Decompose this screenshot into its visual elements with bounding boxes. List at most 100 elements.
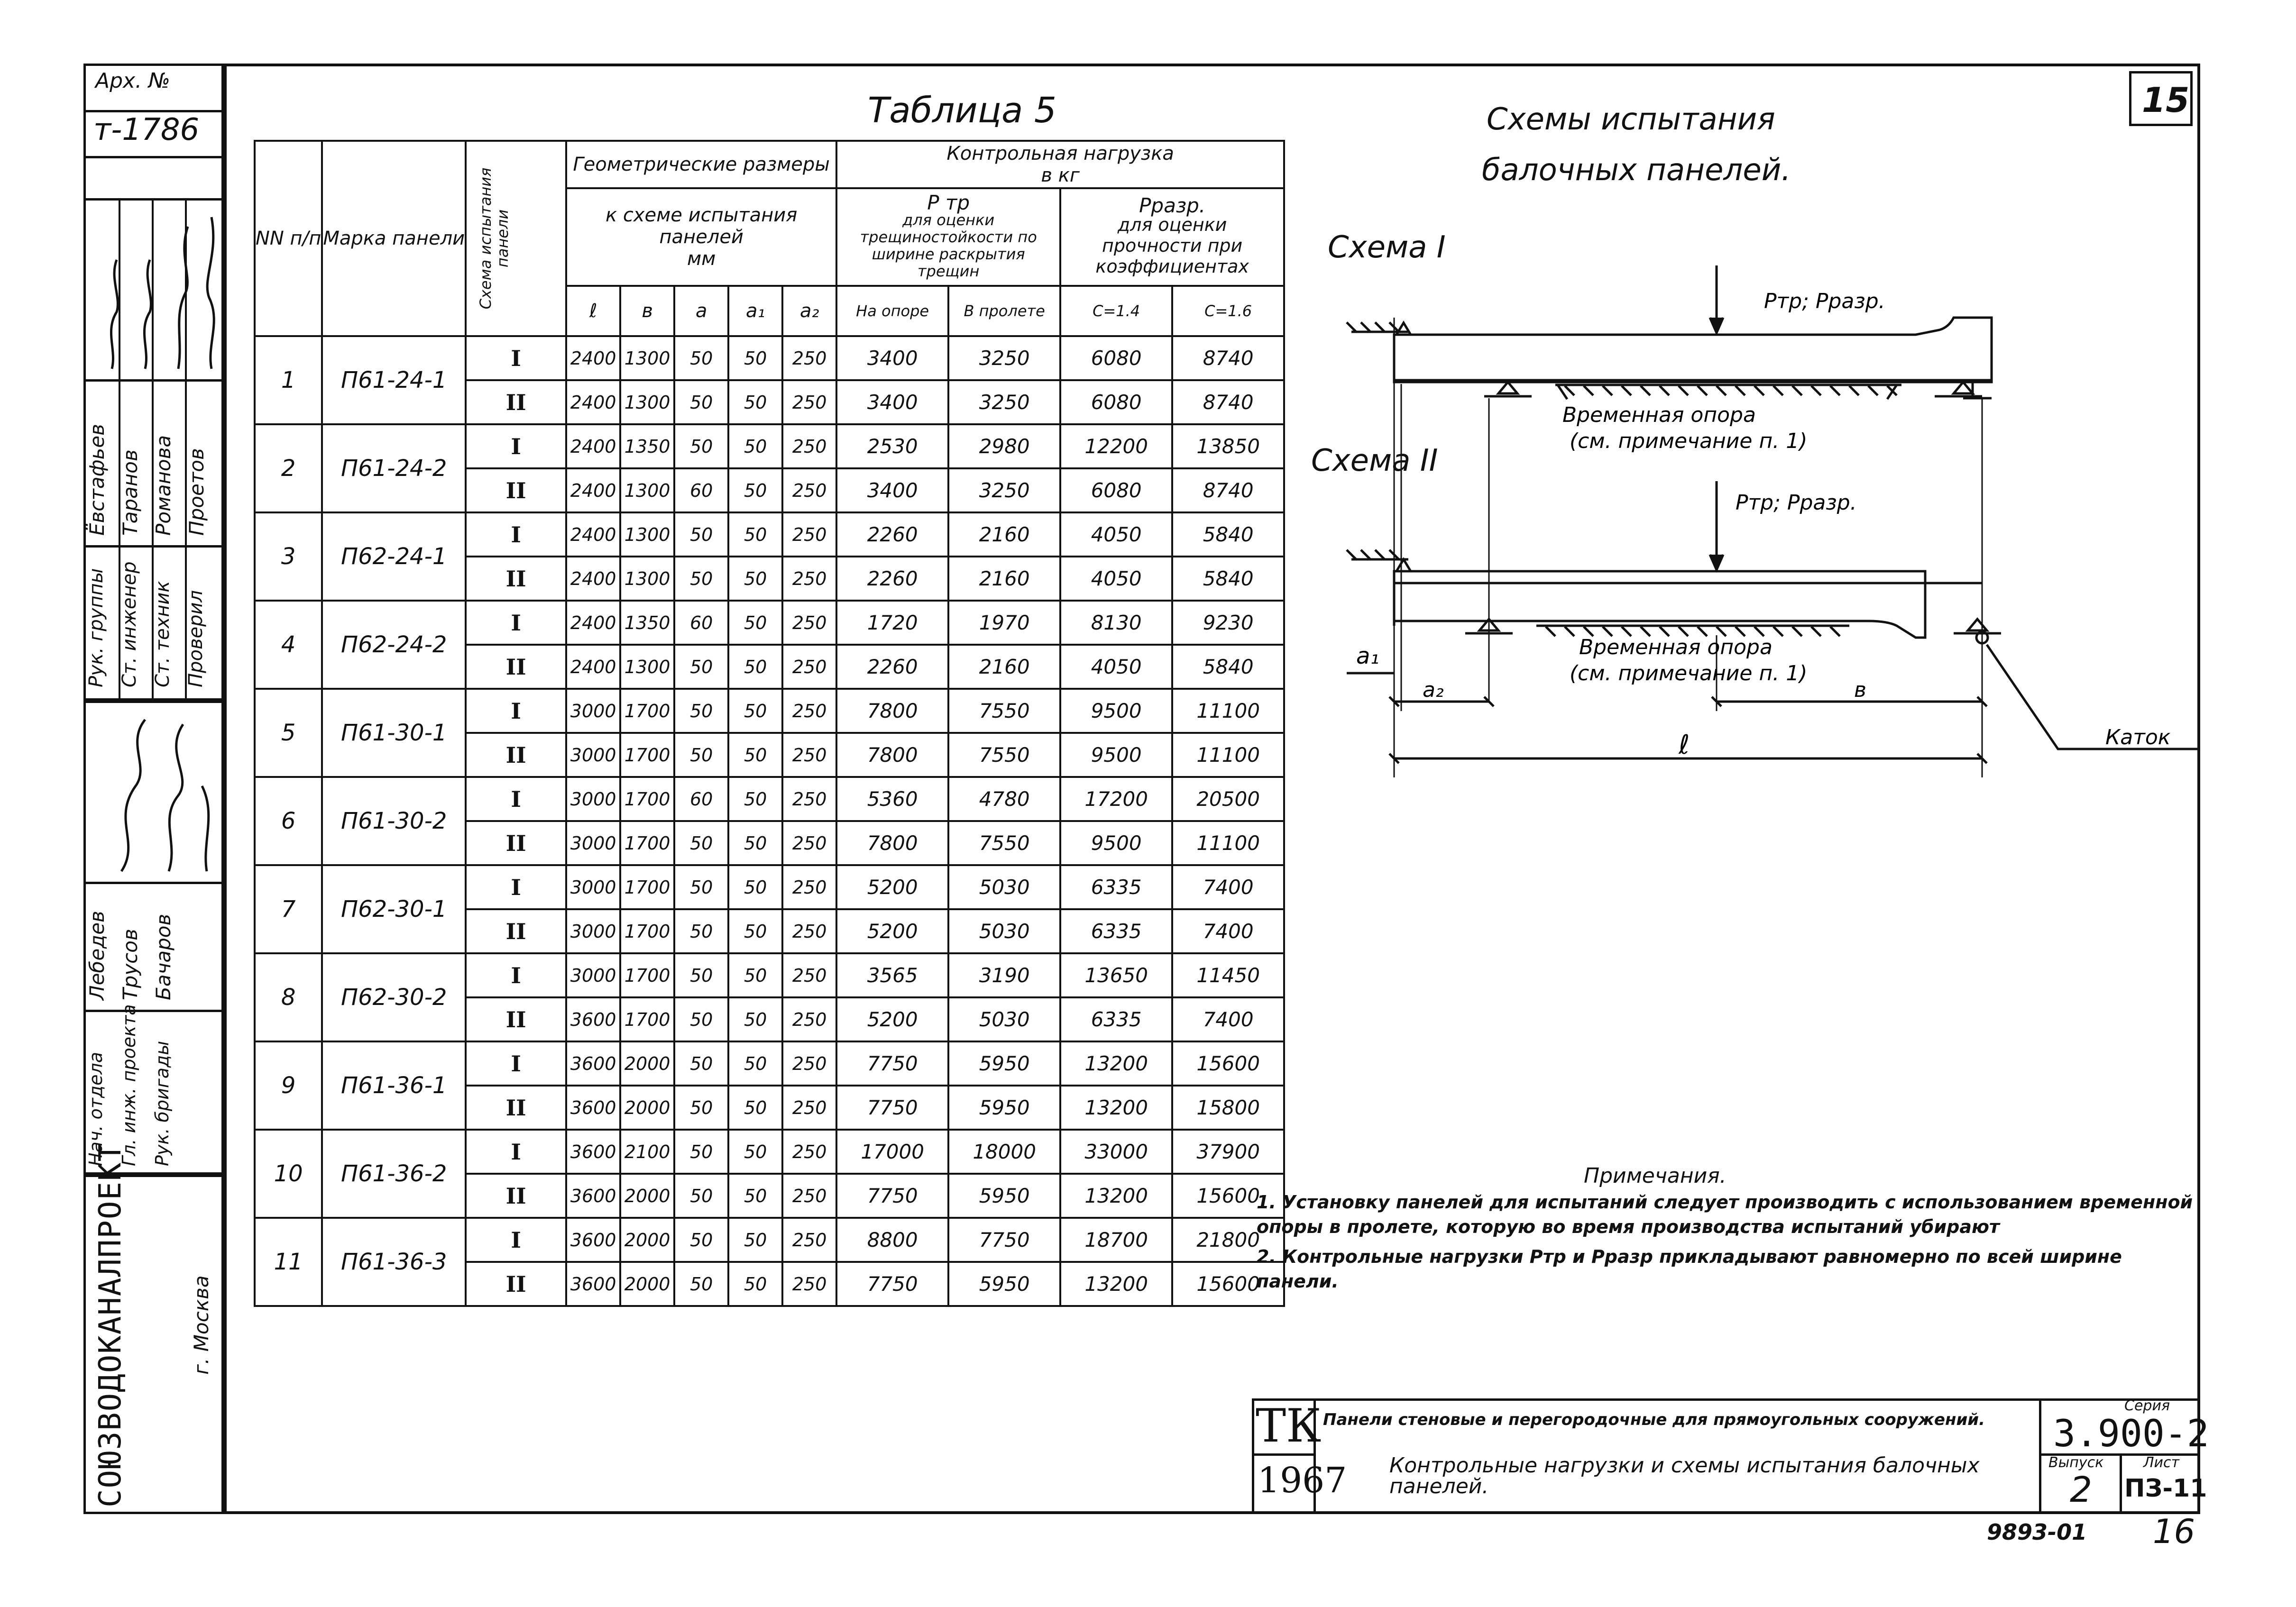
cell-a1: 50 xyxy=(727,820,784,866)
cell-a2: 250 xyxy=(781,952,838,998)
cell-support: 7800 xyxy=(836,820,950,866)
cell-b: 1700 xyxy=(619,864,676,910)
cell-support: 1720 xyxy=(836,600,950,646)
cell-c16: 15800 xyxy=(1171,1085,1286,1131)
cell-a1: 50 xyxy=(727,1085,784,1131)
name-6: Трусов xyxy=(119,929,142,1000)
panel-num: 2 xyxy=(253,423,323,513)
test-scheme: I xyxy=(465,1041,568,1087)
cell-c16: 8740 xyxy=(1171,379,1286,425)
col-c14: С=1.4 xyxy=(1059,285,1174,337)
name-1: Ёвстафьев xyxy=(85,424,109,536)
cell-span: 1970 xyxy=(947,600,1062,646)
panel-num: 1 xyxy=(253,335,323,425)
load-label-1: Pтр; Pразр. xyxy=(1764,289,1885,313)
cell-b: 1300 xyxy=(619,379,676,425)
cell-support: 2530 xyxy=(836,423,950,469)
cell-c14: 8130 xyxy=(1059,600,1174,646)
control-loads-table: NN п/п Марка панели Схема испытания пане… xyxy=(253,140,1286,1307)
panel-mark: П62-30-1 xyxy=(321,864,467,954)
cell-c14: 9500 xyxy=(1059,820,1174,866)
cell-span: 5950 xyxy=(947,1173,1062,1219)
cell-a: 50 xyxy=(673,1173,730,1219)
cell-a1: 50 xyxy=(727,732,784,778)
cell-a2: 250 xyxy=(781,600,838,646)
test-scheme: I xyxy=(465,1129,568,1175)
cell-support: 3565 xyxy=(836,952,950,998)
cell-l: 2400 xyxy=(565,511,622,557)
scheme-1-label: Схема I xyxy=(1328,230,1446,265)
cell-a1: 50 xyxy=(727,1041,784,1087)
cell-l: 3600 xyxy=(565,1129,622,1175)
cell-a: 50 xyxy=(673,1261,730,1307)
cell-l: 2400 xyxy=(565,556,622,602)
cell-a1: 50 xyxy=(727,996,784,1042)
cell-b: 1700 xyxy=(619,952,676,998)
test-scheme: I xyxy=(465,600,568,646)
col-l: ℓ xyxy=(565,285,622,337)
cell-b: 1700 xyxy=(619,820,676,866)
bottom-code: 9893-01 xyxy=(1987,1519,2087,1545)
cell-c16: 20500 xyxy=(1171,776,1286,822)
cell-support: 7750 xyxy=(836,1173,950,1219)
header-ptr: Р тр для оценки трещиностойкости по шири… xyxy=(836,187,1062,287)
sheet-number: 16 xyxy=(2153,1512,2195,1551)
role-3: Ст. техник xyxy=(152,581,174,687)
test-scheme: I xyxy=(465,423,568,469)
cell-c14: 6335 xyxy=(1059,996,1174,1042)
test-scheme: I xyxy=(465,776,568,822)
cell-c14: 9500 xyxy=(1059,688,1174,734)
cell-span: 5030 xyxy=(947,908,1062,954)
cell-a1: 50 xyxy=(727,776,784,822)
cell-span: 2980 xyxy=(947,423,1062,469)
cell-support: 5200 xyxy=(836,908,950,954)
panel-mark: П61-36-3 xyxy=(321,1217,467,1307)
role-6: Гл. инж. проекта xyxy=(119,1004,139,1166)
cell-a1: 50 xyxy=(727,908,784,954)
cell-c16: 37900 xyxy=(1171,1129,1286,1175)
name-5: Лебедев xyxy=(85,911,109,1000)
cell-c14: 33000 xyxy=(1059,1129,1174,1175)
cell-a1: 50 xyxy=(727,335,784,381)
cell-span: 18000 xyxy=(947,1129,1062,1175)
dim-a2: а₂ xyxy=(1423,678,1444,702)
cell-a: 50 xyxy=(673,335,730,381)
cell-a2: 250 xyxy=(781,732,838,778)
cell-a2: 250 xyxy=(781,379,838,425)
cell-b: 2000 xyxy=(619,1217,676,1263)
cell-b: 1300 xyxy=(619,644,676,690)
cell-a2: 250 xyxy=(781,644,838,690)
test-scheme: II xyxy=(465,996,568,1042)
title-line-1: Панели стеновые и перегородочные для пря… xyxy=(1323,1410,1985,1429)
cell-span: 7550 xyxy=(947,820,1062,866)
panel-num: 11 xyxy=(253,1217,323,1307)
table-title: Таблица 5 xyxy=(868,90,1056,131)
name-3: Романова xyxy=(152,435,175,536)
cell-l: 2400 xyxy=(565,423,622,469)
test-schemes-diagram: Pтр; Pразр. Pтр; Pразр. Временная опора … xyxy=(1346,265,2200,777)
panel-mark: П61-30-2 xyxy=(321,776,467,866)
cell-c14: 6080 xyxy=(1059,467,1174,513)
notes-title: Примечания. xyxy=(1584,1164,1727,1188)
cell-l: 3600 xyxy=(565,996,622,1042)
cell-span: 5950 xyxy=(947,1261,1062,1307)
panel-mark: П61-24-1 xyxy=(321,335,467,425)
test-scheme: I xyxy=(465,1217,568,1263)
cell-support: 7800 xyxy=(836,732,950,778)
cell-b: 1300 xyxy=(619,511,676,557)
cell-l: 2400 xyxy=(565,644,622,690)
cell-b: 1300 xyxy=(619,556,676,602)
cell-c16: 21800 xyxy=(1171,1217,1286,1263)
temp-support-1-line2: (см. примечание п. 1) xyxy=(1570,429,1807,453)
cell-c14: 13200 xyxy=(1059,1041,1174,1087)
signatures-1 xyxy=(110,217,215,369)
cell-a: 50 xyxy=(673,1129,730,1175)
cell-b: 1300 xyxy=(619,467,676,513)
signature-block-1 xyxy=(83,198,224,701)
cell-a1: 50 xyxy=(727,511,784,557)
panel-mark: П61-24-2 xyxy=(321,423,467,513)
cell-c16: 7400 xyxy=(1171,908,1286,954)
